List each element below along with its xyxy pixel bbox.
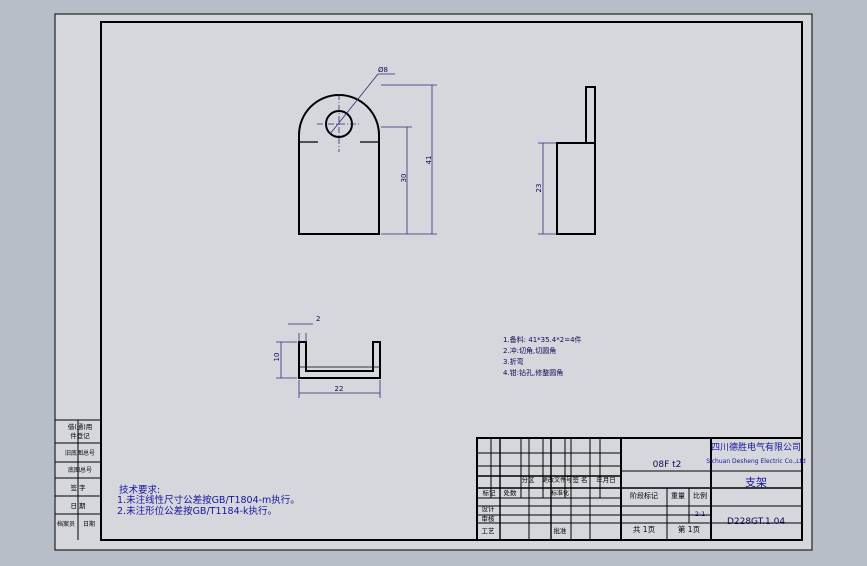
strip-label: 签 字 bbox=[70, 483, 86, 492]
sign-label: 标准化 bbox=[551, 489, 569, 497]
process-note: 4.钳:钻孔,修整圆角 bbox=[503, 368, 563, 377]
drawing-number: D228GT.1.04 bbox=[727, 517, 785, 527]
approve-label: 批准 bbox=[554, 526, 568, 535]
stage-mark-label: 阶段标记 bbox=[630, 491, 658, 500]
dim-body-height: 30 bbox=[400, 174, 408, 183]
side-view: 23 bbox=[535, 86, 596, 235]
rev-label: 年月日 bbox=[596, 475, 616, 484]
dim-side-height: 23 bbox=[535, 184, 543, 193]
front-view: Ø8 41 30 bbox=[298, 66, 437, 235]
title-block: 标记 处数 分区 更改文件号 签 名 年月日 设计 标准化 审核 工艺 批准 0… bbox=[476, 437, 806, 541]
total-sheets: 共 1页 bbox=[633, 525, 656, 534]
dim-thickness: 2 bbox=[316, 315, 320, 323]
technical-requirements: 技术要求: 1.未注线性尺寸公差按GB/T1804-m执行。 2.未注形位公差按… bbox=[117, 484, 300, 517]
tech-line: 2.未注形位公差按GB/T1184-k执行。 bbox=[117, 505, 277, 517]
process-note: 1.备料: 41*35.4*2=4件 bbox=[503, 335, 582, 344]
strip-label: 旧底图总号 bbox=[65, 449, 95, 457]
rev-label: 处数 bbox=[504, 488, 518, 497]
strip-label: 日期 bbox=[83, 520, 95, 528]
dim-hole-diameter: Ø8 bbox=[378, 66, 388, 74]
tech-line: 1.未注线性尺寸公差按GB/T1804-m执行。 bbox=[117, 494, 300, 506]
strip-label: 档案员 bbox=[57, 520, 75, 528]
rev-label: 签 名 bbox=[572, 475, 587, 484]
process-notes: 1.备料: 41*35.4*2=4件 2.冲:切角,切圆角 3.折弯 4.钳:钻… bbox=[503, 335, 582, 377]
rev-label: 标记 bbox=[483, 488, 497, 497]
scale-label: 比例 bbox=[693, 491, 707, 500]
sign-label: 工艺 bbox=[482, 527, 496, 535]
process-note: 3.折弯 bbox=[503, 357, 524, 366]
scale-value: 2:1 bbox=[695, 510, 705, 518]
strip-label: 日 期 bbox=[70, 502, 86, 510]
company-name-en: Sichuan Desheng Electric Co.,Ltd bbox=[706, 458, 806, 465]
part-name: 支架 bbox=[745, 476, 767, 489]
material-spec: 08F t2 bbox=[653, 460, 682, 470]
rev-label: 更改文件号 bbox=[542, 476, 572, 484]
sign-label: 审核 bbox=[482, 514, 496, 523]
left-record-strip: 借(通)用 件登记 旧底图总号 底图总号 签 字 日 期 档案员 日期 bbox=[55, 419, 101, 540]
sign-label: 设计 bbox=[482, 504, 496, 513]
strip-label: 借(通)用 bbox=[68, 422, 93, 431]
company-name-cn: 四川德胜电气有限公司 bbox=[711, 441, 801, 453]
strip-label: 底图总号 bbox=[68, 466, 92, 474]
strip-label: 件登记 bbox=[70, 431, 90, 440]
sheet-inner-border bbox=[100, 21, 803, 541]
tech-title: 技术要求: bbox=[119, 484, 160, 496]
process-note: 2.冲:切角,切圆角 bbox=[503, 346, 556, 355]
dim-width: 22 bbox=[335, 385, 344, 393]
rev-label: 分区 bbox=[522, 475, 536, 484]
sheet-number: 第 1页 bbox=[678, 524, 701, 534]
weight-label: 重量 bbox=[671, 492, 685, 500]
top-view: 2 10 22 bbox=[273, 315, 381, 398]
sheet-outer-border bbox=[54, 13, 813, 551]
dim-total-height: 41 bbox=[425, 156, 433, 165]
dim-flange-height: 10 bbox=[273, 353, 281, 362]
